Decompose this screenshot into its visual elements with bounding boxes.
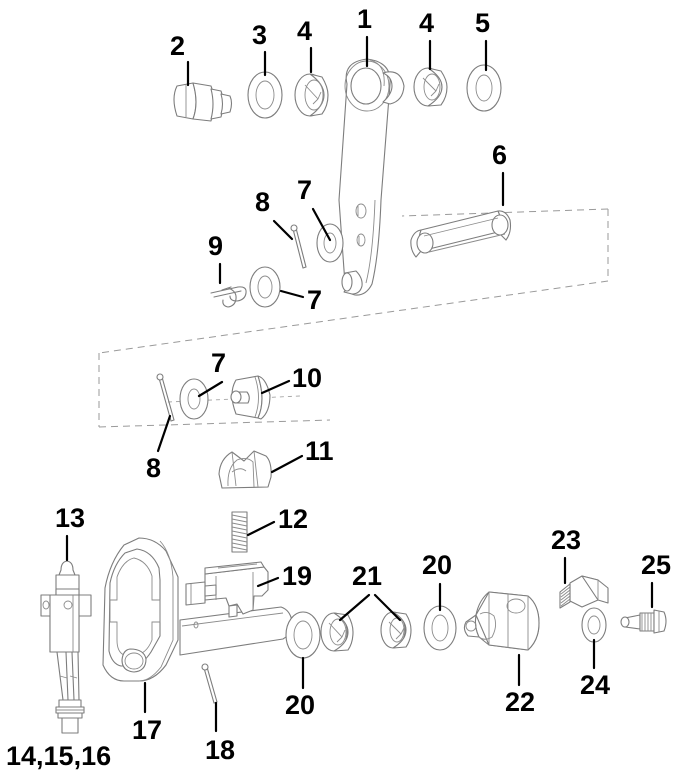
callout-label-4: 4: [297, 16, 313, 46]
callout-label-11: 11: [305, 436, 334, 466]
part-20b-flat-washer: [423, 605, 457, 651]
part-23-hex-bolt: [559, 575, 609, 609]
leader-line-7: [197, 380, 224, 398]
callout-label-20: 20: [422, 550, 453, 580]
part-18-cotter-pin: [201, 663, 218, 704]
callout-label-8: 8: [255, 187, 271, 217]
callout-label-14-15-16: 14,15,16: [6, 741, 112, 771]
reference-guide-lower: [98, 353, 331, 428]
leader-line-12: [246, 520, 276, 537]
part-21b-bushing: [380, 611, 412, 649]
callout-label-1: 1: [357, 4, 373, 34]
callout-label-5: 5: [475, 8, 491, 38]
leader-line-11: [270, 454, 304, 474]
reference-guide-upper: [98, 208, 609, 354]
part-12-coil-spring: [231, 511, 248, 553]
leader-line-8: [156, 414, 172, 453]
part-8a-cotter-pin: [290, 224, 307, 269]
part-1-steering-arm-lever: [338, 58, 405, 296]
callout-label-22: 22: [505, 687, 536, 717]
callout-label-2: 2: [170, 31, 186, 61]
callout-label-17: 17: [132, 715, 163, 745]
part-21a-bushing: [320, 612, 354, 652]
callout-label-18: 18: [205, 735, 236, 765]
part-7b-flat-washer: [249, 266, 281, 308]
leader-line-21: [373, 593, 402, 622]
part-13-switch-assembly: [40, 560, 92, 734]
callout-label-7: 7: [297, 175, 313, 205]
callout-label-10: 10: [292, 363, 323, 393]
part-20a-flat-washer: [285, 611, 321, 659]
leader-line-10: [260, 379, 291, 395]
part-10-pivot-pin-assembly: [230, 375, 271, 420]
part-7a-flat-washer: [316, 223, 344, 263]
part-17-handle-arm: [179, 606, 293, 656]
callout-label-25: 25: [641, 550, 672, 580]
callout-label-4: 4: [419, 8, 435, 38]
part-6-link-rod: [410, 210, 512, 258]
part-2-hex-head-bolt: [173, 82, 233, 122]
callout-leader-lines: [65, 35, 654, 733]
part-22-clamp-bracket: [463, 591, 540, 651]
part-4a-bushing: [294, 73, 329, 117]
callout-label-21: 21: [352, 561, 383, 591]
callout-label-8: 8: [146, 453, 162, 483]
part-19-latch-housing: [185, 561, 269, 618]
leader-line-19: [256, 576, 280, 588]
part-8b-cotter-pin: [156, 373, 175, 422]
callout-label-24: 24: [580, 670, 611, 700]
leader-line-7: [279, 289, 305, 299]
part-7c-flat-washer: [179, 378, 209, 420]
part-11-cover-cap: [218, 450, 272, 489]
callout-label-20: 20: [285, 690, 316, 720]
part-24-lock-washer: [581, 607, 607, 643]
part-17-bracket-plate: [102, 537, 179, 682]
callout-label-9: 9: [208, 231, 224, 261]
part-25-grease-fitting: [620, 609, 667, 634]
leader-line-21: [338, 593, 371, 622]
callout-label-3: 3: [252, 20, 268, 50]
callout-label-6: 6: [492, 140, 508, 170]
part-4b-bushing: [413, 67, 448, 107]
callout-label-23: 23: [551, 525, 582, 555]
leader-line-8: [272, 219, 294, 241]
callout-label-13: 13: [55, 503, 86, 533]
leader-line-7: [311, 207, 332, 242]
part-9-retaining-clip: [210, 286, 247, 308]
part-3-flat-washer: [247, 71, 283, 119]
callout-label-19: 19: [282, 561, 313, 591]
callout-label-12: 12: [278, 504, 309, 534]
callout-label-7: 7: [307, 285, 323, 315]
part-5-flat-washer: [466, 64, 502, 112]
callout-label-7: 7: [211, 348, 227, 378]
